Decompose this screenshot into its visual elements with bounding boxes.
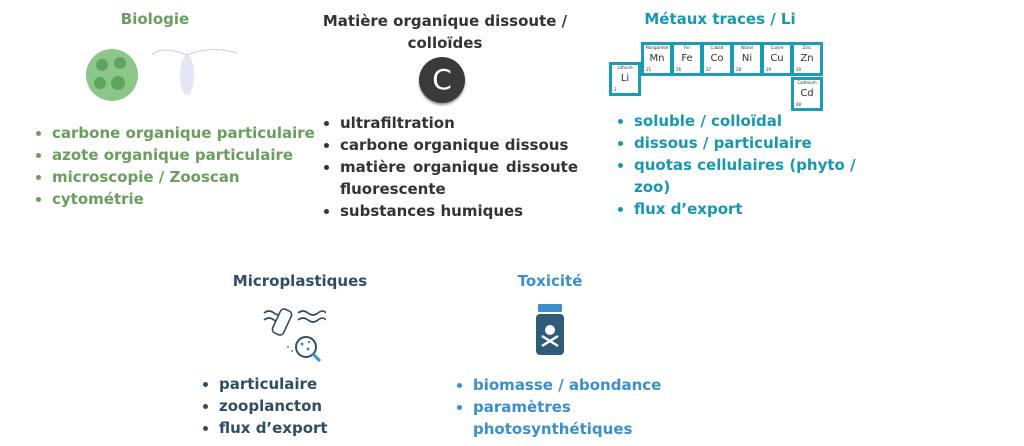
- list-item: soluble / colloïdal: [634, 110, 874, 132]
- list-item: particulaire: [219, 373, 328, 395]
- metaux-title: Métaux traces / Li: [644, 10, 796, 28]
- element-number: 27: [706, 67, 712, 72]
- biologie-list: carbone organique particulaire azote org…: [30, 122, 315, 210]
- mod-title-line: Matière organique dissoute /: [322, 12, 568, 30]
- list-item: carbone organique particulaire: [52, 122, 315, 144]
- mod-title: Matière organique dissoute / colloïdes: [300, 10, 590, 54]
- element-name: Cadmium: [797, 80, 817, 85]
- element-number: 29: [766, 67, 772, 72]
- element-symbol: Mn: [649, 53, 665, 64]
- list-item: cytométrie: [52, 188, 315, 210]
- element-name: Zinc: [802, 45, 812, 50]
- element-number: 26: [676, 67, 682, 72]
- list-item: microscopie / Zooscan: [52, 166, 315, 188]
- mod-title-line: colloïdes: [407, 34, 483, 52]
- list-item: substances humiques: [340, 200, 578, 222]
- list-item: dissous / particulaire: [634, 132, 874, 154]
- biologie-title: Biologie: [120, 10, 190, 28]
- element-symbol: Cu: [770, 53, 784, 64]
- list-item: ultrafiltration: [340, 112, 578, 134]
- micro-title: Microplastiques: [232, 272, 368, 290]
- element-number: 28: [736, 67, 742, 72]
- micro-list: particulaire zooplancton flux d’export: [197, 373, 328, 439]
- element-number: 30: [796, 67, 802, 72]
- element-number: 25: [646, 67, 652, 72]
- mod-list: ultrafiltration carbone organique dissou…: [318, 112, 578, 222]
- list-item: quotas cellulaires (phyto / zoo): [634, 154, 874, 198]
- list-item: matière organique dissoute fluorescente: [340, 156, 578, 200]
- metaux-list: soluble / colloïdal dissous / particulai…: [612, 110, 874, 220]
- carbon-icon: C: [419, 57, 465, 103]
- element-name: Cuivre: [770, 45, 784, 50]
- element-number: 3: [614, 87, 617, 92]
- list-item: zooplancton: [219, 395, 328, 417]
- element-name: Cobalt: [710, 45, 724, 50]
- element-number: 48: [796, 102, 802, 107]
- list-item: flux d’export: [219, 417, 328, 439]
- list-item: biomasse / abondance: [473, 374, 673, 396]
- element-symbol: Cd: [800, 88, 814, 99]
- element-symbol: Li: [620, 73, 630, 84]
- element-symbol: Co: [710, 53, 724, 64]
- tox-title: Toxicité: [517, 272, 583, 290]
- list-item: paramètres photosynthétiques: [473, 396, 673, 440]
- plankton-icon: [86, 49, 238, 101]
- element-name: Lithium: [617, 65, 633, 70]
- microplastic-icon: [263, 308, 326, 363]
- list-item: azote organique particulaire: [52, 144, 315, 166]
- element-name: Nickel: [740, 45, 754, 50]
- tox-list: biomasse / abondance paramètres photosyn…: [451, 374, 673, 440]
- element-symbol: Fe: [681, 53, 693, 64]
- element-symbol: Zn: [800, 53, 814, 64]
- list-item: flux d’export: [634, 198, 874, 220]
- element-name: Fer: [683, 45, 691, 50]
- element-name: Manganèse: [645, 45, 669, 50]
- element-symbol: Ni: [741, 53, 753, 64]
- poison-bottle-icon: [536, 304, 564, 355]
- list-item: carbone organique dissous: [340, 134, 578, 156]
